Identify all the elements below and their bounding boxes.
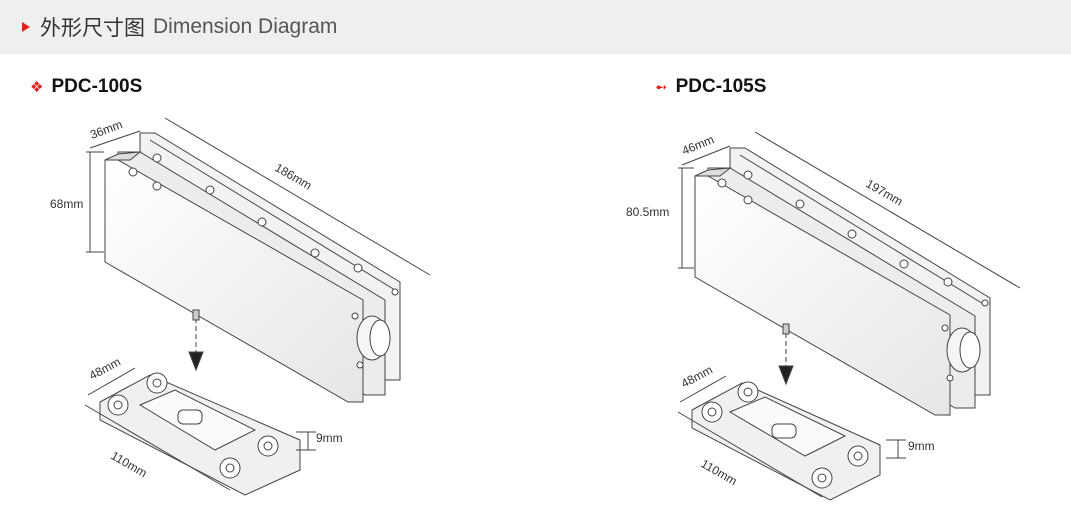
dim-base-height-label: 9mm xyxy=(908,439,935,453)
dim-length-label: 186mm xyxy=(273,160,315,192)
dim-height-label: 68mm xyxy=(50,197,83,211)
dim-base-height-label: 9mm xyxy=(316,431,343,445)
section-header: 外形尺寸图 Dimension Diagram xyxy=(0,0,1071,54)
product-title-2: ➻ PDC-105S xyxy=(655,76,766,98)
section-title-cn: 外形尺寸图 xyxy=(40,16,145,40)
arrow-bullet-icon: ➻ xyxy=(655,79,668,96)
product-2-drawing xyxy=(677,131,1021,501)
product-name: PDC-100S xyxy=(51,76,143,97)
product-title-1: ❖ PDC-100S xyxy=(30,76,142,98)
section-title-en: Dimension Diagram xyxy=(153,15,338,38)
dim-base-length-label: 110mm xyxy=(109,448,150,480)
dim-base-width-label: 48mm xyxy=(679,363,715,391)
product-1-drawing xyxy=(84,117,431,496)
dim-height-label: 80.5mm xyxy=(626,205,669,219)
dim-base-length-label: 110mm xyxy=(699,456,740,488)
screw-holes xyxy=(128,153,399,369)
triangle-bullet-icon xyxy=(22,22,30,32)
product-name: PDC-105S xyxy=(675,76,767,97)
diamond-cluster-icon: ❖ xyxy=(30,79,44,96)
dim-length-label: 197mm xyxy=(864,176,906,208)
screw-holes xyxy=(717,170,989,382)
